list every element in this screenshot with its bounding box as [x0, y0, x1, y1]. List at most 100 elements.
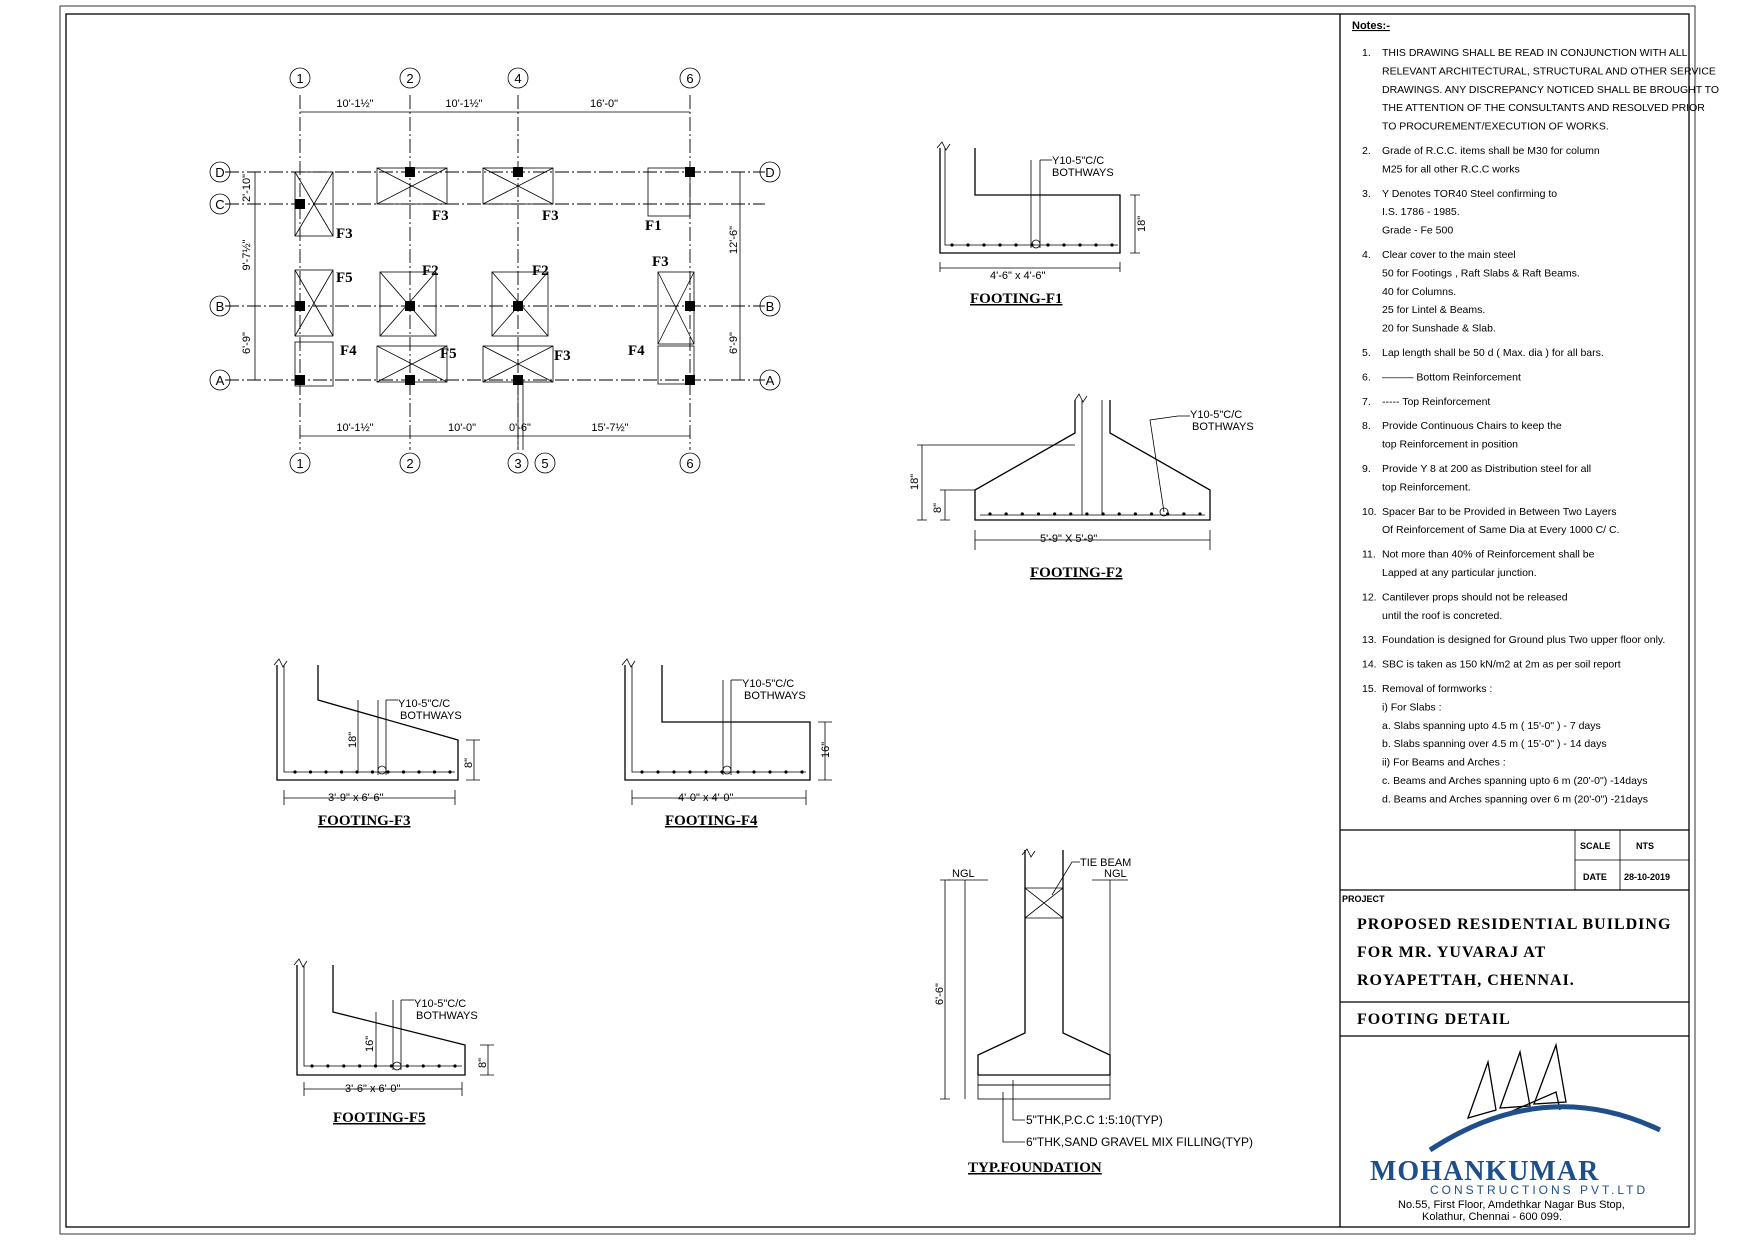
footing-pad	[647, 167, 691, 217]
rebar-dot	[453, 1064, 457, 1068]
rebar-dot	[704, 770, 708, 774]
rebar-dot	[1085, 512, 1089, 516]
f4-depth: 16"	[820, 742, 832, 758]
f1-title: FOOTING-F1	[970, 291, 1063, 307]
column-mark	[405, 167, 415, 177]
grid-label-row: B	[766, 299, 775, 314]
note-text: a. Slabs spanning upto 4.5 m ( 15'-0" ) …	[1382, 720, 1601, 732]
pad-diagonal	[657, 271, 695, 345]
note-number: 14.	[1362, 659, 1377, 671]
note-number: 6.	[1362, 371, 1371, 383]
grid-bubble	[209, 295, 231, 317]
dimension-text: 15'-7½"	[591, 422, 628, 434]
note-text: 40 for Columns.	[1382, 286, 1456, 298]
f4-title: FOOTING-F4	[665, 813, 758, 829]
f5-title: FOOTING-F5	[333, 1110, 426, 1126]
f1-size: 4'-6" x 4'-6"	[990, 270, 1046, 282]
ngl-right: NGL	[1104, 868, 1127, 880]
sand-note: 6"THK,SAND GRAVEL MIX FILLING(TYP)	[1026, 1135, 1253, 1149]
rebar-dot	[1053, 512, 1057, 516]
rebar-dot	[672, 770, 676, 774]
rebar-dot	[1198, 512, 1202, 516]
rebar-dot	[720, 770, 724, 774]
rebar-dot	[784, 770, 788, 774]
rebar-dot	[1069, 512, 1073, 516]
rebar-dot	[736, 770, 740, 774]
dimension-text: 10'-0"	[448, 422, 476, 434]
typ-depth: 6'-6"	[934, 983, 946, 1005]
dimension-text: 6'-9"	[241, 332, 253, 354]
pcc-layer	[977, 1074, 1111, 1086]
grid-label-top: 4	[514, 71, 521, 86]
note-text: Cantilever props should not be released	[1382, 591, 1568, 603]
note-text: Lap length shall be 50 d ( Max. dia ) fo…	[1382, 347, 1604, 359]
rebar-dot	[293, 770, 297, 774]
pad-diagonal	[376, 345, 448, 383]
rebar-dot	[1166, 512, 1170, 516]
column-mark	[685, 375, 695, 385]
grid-bubble	[289, 67, 311, 89]
rebar-dot	[1004, 512, 1008, 516]
grid-label-top: 2	[406, 71, 413, 86]
project-line-3: ROYAPETTAH, CHENNAI.	[1357, 972, 1575, 989]
note-number: 2.	[1362, 145, 1371, 157]
note-text: Grade - Fe 500	[1382, 225, 1453, 237]
footing-f1-section: Y10-5"C/C BOTHWAYS 18" 4'-6" x 4'-6" FOO…	[936, 141, 1148, 307]
f3-rebar: Y10-5"C/C	[398, 698, 450, 710]
project-line-2: FOR MR. YUVARAJ AT	[1357, 944, 1546, 961]
notes-heading: Notes:-	[1352, 20, 1390, 32]
grid-label-bottom: 1	[296, 456, 303, 471]
grid-bubble	[209, 369, 231, 391]
dimension-text: 10'-1½"	[336, 422, 373, 434]
f5-edge: 8"	[477, 1058, 489, 1068]
f3-depth: 18"	[347, 732, 359, 748]
note-text: THE ATTENTION OF THE CONSULTANTS AND RES…	[1382, 102, 1705, 114]
rebar-dot	[342, 1064, 346, 1068]
note-number: 5.	[1362, 347, 1371, 359]
f1-rebar-2: BOTHWAYS	[1052, 167, 1114, 179]
note-text: Spacer Bar to be Provided in Between Two…	[1382, 506, 1616, 518]
rebar-dot	[950, 243, 954, 247]
rebar-dot	[998, 243, 1002, 247]
note-text: Grade of R.C.C. items shall be M30 for c…	[1382, 145, 1600, 157]
column-mark	[405, 301, 415, 311]
company-subtitle: CONSTRUCTIONS PVT.LTD	[1430, 1183, 1648, 1197]
note-text: top Reinforcement.	[1382, 481, 1471, 493]
note-number: 4.	[1362, 249, 1371, 261]
note-number: 12.	[1362, 591, 1377, 603]
footing-pad	[379, 271, 437, 337]
footing-tag: F3	[432, 208, 449, 224]
column-mark	[295, 199, 305, 209]
f5-size: 3'-6" x 6'-0"	[345, 1083, 401, 1095]
rebar-dot	[1133, 512, 1137, 516]
rebar-dot	[982, 243, 986, 247]
grid-bubble	[534, 452, 556, 474]
footing-tag: F4	[340, 343, 357, 359]
rebar-dot	[358, 1064, 362, 1068]
f3-title: FOOTING-F3	[318, 813, 411, 829]
rebar-dot	[1062, 243, 1066, 247]
footing-tag: F3	[336, 226, 353, 242]
pcc-note: 5"THK,P.C.C 1:5:10(TYP)	[1026, 1113, 1163, 1127]
rebar-dot	[1110, 243, 1114, 247]
scale-label: SCALE	[1580, 841, 1611, 851]
column-mark	[685, 167, 695, 177]
date-label: DATE	[1583, 872, 1607, 882]
sand-layer	[977, 1084, 1111, 1100]
rebar-dot	[1182, 512, 1186, 516]
footing-pad	[294, 341, 334, 387]
note-text: ii) For Beams and Arches :	[1382, 757, 1506, 769]
ngl-left: NGL	[952, 868, 975, 880]
column-mark	[513, 301, 523, 311]
f4-rebar: Y10-5"C/C	[742, 678, 794, 690]
note-text: Provide Continuous Chairs to keep the	[1382, 420, 1562, 432]
pad-diagonal	[482, 167, 554, 205]
rebar-dot	[1094, 243, 1098, 247]
rebar-dot	[421, 1064, 425, 1068]
rebar-dot	[437, 1064, 441, 1068]
column-mark	[685, 301, 695, 311]
note-number: 9.	[1362, 463, 1371, 475]
footing-tag: F2	[422, 263, 439, 279]
note-text: 20 for Sunshade & Slab.	[1382, 323, 1496, 335]
note-text: DRAWINGS. ANY DISCREPANCY NOTICED SHALL …	[1382, 84, 1719, 96]
